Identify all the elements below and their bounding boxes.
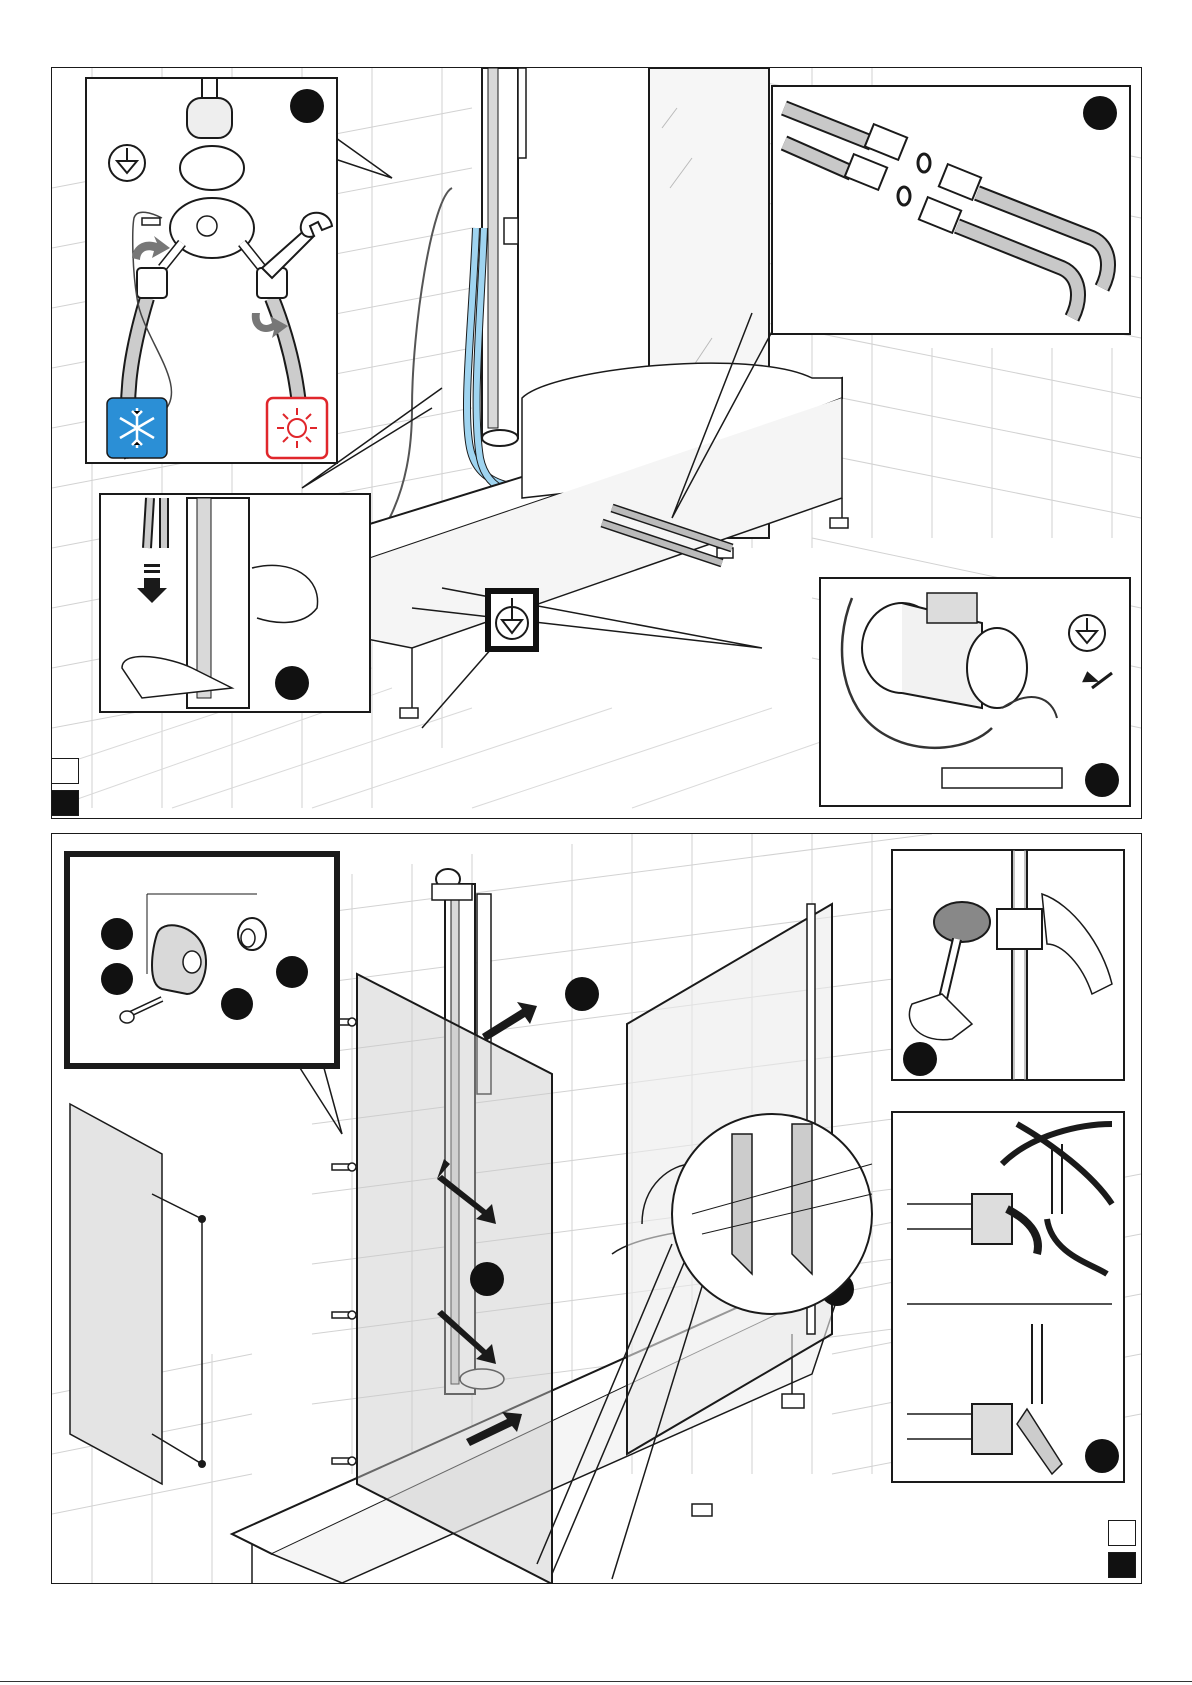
inset-hose-connection	[772, 86, 1130, 334]
page-marker-white	[51, 758, 79, 784]
page-marker-white	[1108, 1520, 1136, 1546]
inset-seal-profile	[892, 1112, 1124, 1482]
part-badge	[101, 963, 133, 995]
step-badge	[1085, 1439, 1119, 1473]
zoom-seal-detail	[672, 1114, 872, 1314]
part-badge	[276, 956, 308, 988]
inset-valve-connection	[86, 78, 337, 463]
shower-column	[482, 68, 526, 446]
part-badge	[101, 918, 133, 950]
part-badge	[221, 988, 253, 1020]
side-glass-panel	[357, 974, 552, 1583]
step-badge	[275, 666, 309, 700]
step-badge	[1085, 763, 1119, 797]
assembly-panel-bottom	[51, 833, 1142, 1584]
footer-rule	[0, 1681, 1192, 1682]
inset-column-grounding	[100, 494, 370, 712]
bottom-illustration	[52, 834, 1141, 1583]
step-badge	[565, 977, 599, 1011]
page-marker-black	[1108, 1552, 1136, 1578]
hot-water-badge	[267, 398, 327, 458]
bathtub	[292, 363, 842, 648]
inset-panel-fixing-parts	[67, 854, 337, 1066]
page-marker-black	[51, 790, 79, 816]
ground-symbol-large	[485, 588, 539, 652]
inset-pump-grounding	[820, 578, 1130, 806]
step-badge	[903, 1042, 937, 1076]
step-badge	[290, 89, 324, 123]
assembly-panel-top	[51, 67, 1142, 819]
inset-hammer-seal	[892, 850, 1124, 1080]
ground-symbol-icon	[109, 145, 145, 181]
top-illustration	[52, 68, 1141, 818]
step-badge	[1083, 96, 1117, 130]
step-badge	[470, 1262, 504, 1296]
ground-symbol-icon	[1069, 615, 1105, 651]
